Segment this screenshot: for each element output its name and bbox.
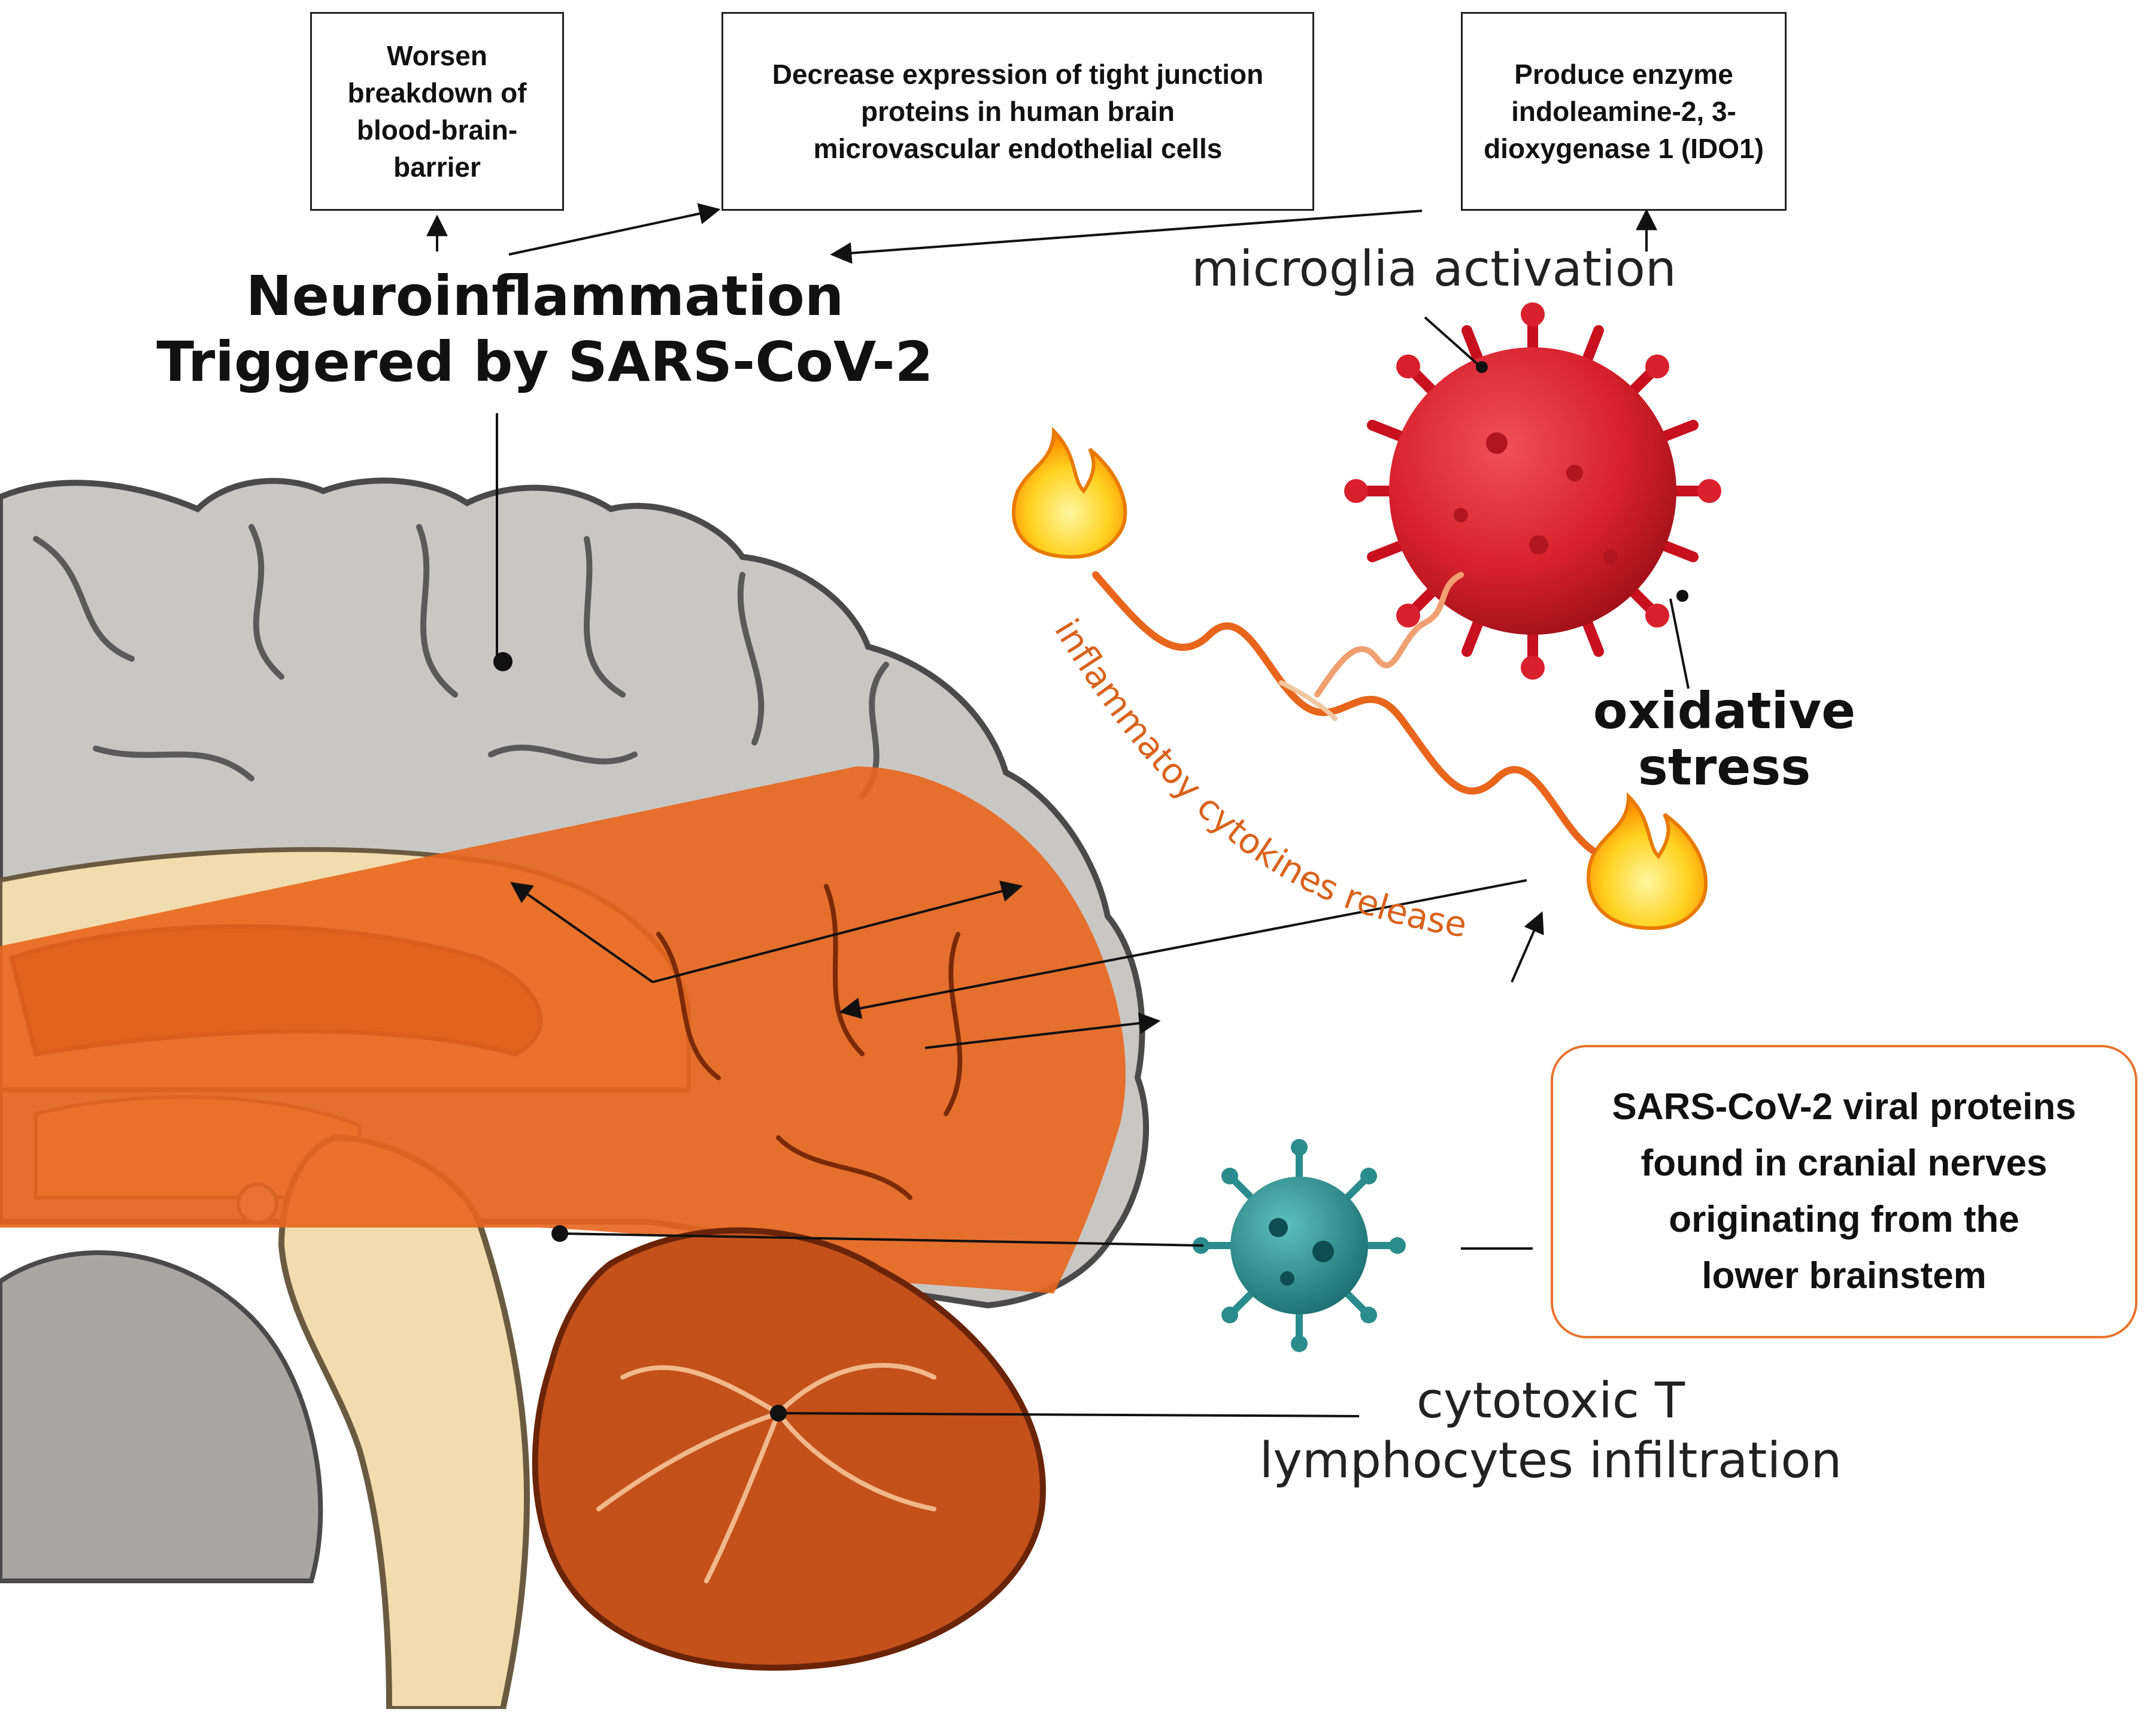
flame-icon bbox=[1587, 792, 1708, 931]
teal-virus bbox=[1193, 1139, 1406, 1352]
box-ido1: Produce enzyme indoleamine-2, 3- dioxyge… bbox=[1461, 12, 1787, 211]
cytokine-wave bbox=[1092, 571, 1596, 854]
viral-proteins-callout: SARS-CoV-2 viral proteins found in crani… bbox=[1551, 1045, 2137, 1338]
diagram-title: Neuroinflammation Triggered by SARS-CoV-… bbox=[156, 264, 933, 394]
cytokine-label: inflammatoy cytokines release bbox=[1047, 612, 1469, 946]
cerebellum bbox=[532, 1227, 1046, 1671]
flame-icon bbox=[1012, 426, 1127, 559]
box-bbb: Worsen breakdown of blood-brain- barrier bbox=[310, 12, 564, 211]
tcells-label: cytotoxic T lymphocytes infiltration bbox=[1259, 1372, 1842, 1489]
box-tight-junction: Decrease expression of tight junction pr… bbox=[721, 12, 1314, 211]
microglia-label: microglia activation bbox=[1191, 241, 1676, 298]
microglia-virus bbox=[1344, 302, 1721, 680]
inflamed-region bbox=[0, 766, 1126, 1293]
oxidative-stress-label: oxidative stress bbox=[1593, 681, 1856, 796]
